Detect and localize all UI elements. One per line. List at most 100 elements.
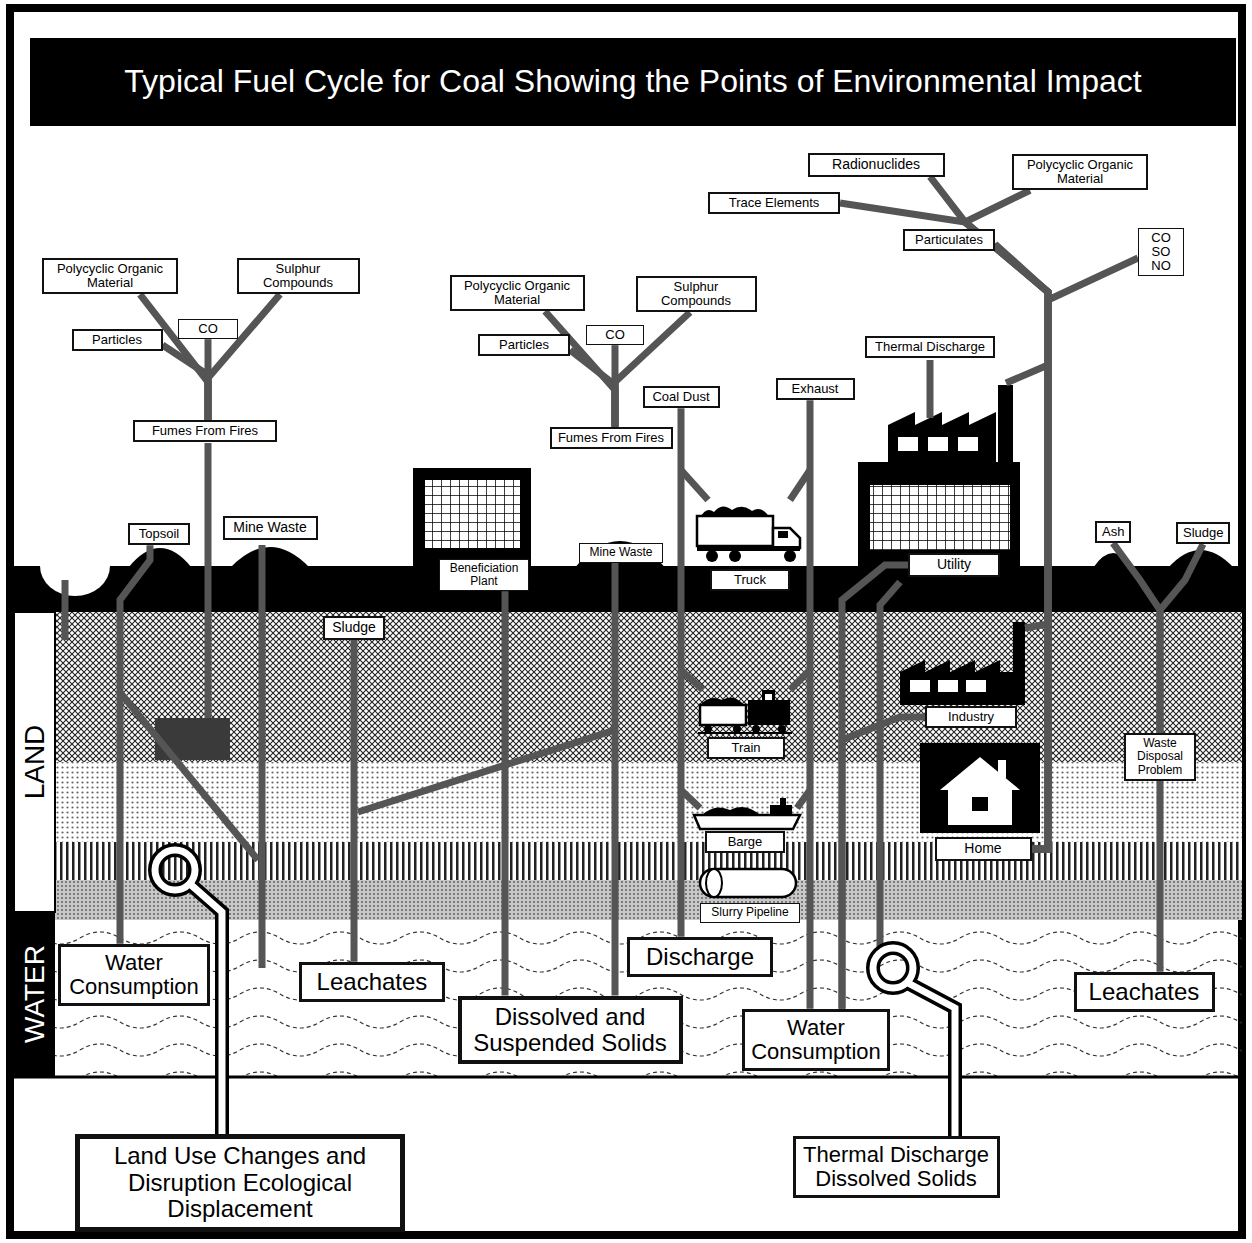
- home-icon: [998, 760, 1006, 778]
- emission-label: CO: [586, 325, 644, 345]
- node-text: Mine Waste: [230, 520, 311, 535]
- leader-lines: [259, 545, 266, 968]
- callout-box: Land Use Changes and Disruption Ecologic…: [75, 1134, 405, 1231]
- callout-pipe: [155, 850, 195, 890]
- train-icon: [765, 694, 772, 700]
- utility-building: [958, 437, 978, 451]
- leader-lines: [1006, 365, 1048, 383]
- emission-label: Sulphur Compounds: [237, 258, 360, 295]
- callout-pipe: [190, 884, 222, 1136]
- utility-building: [998, 385, 1013, 465]
- home-icon: [920, 743, 1040, 833]
- node-text: Barge: [712, 835, 778, 849]
- truck-icon: [729, 550, 741, 562]
- leader-lines: [880, 582, 900, 947]
- emission-label: Polycyclic Organic Material: [42, 258, 178, 295]
- emission-label: Thermal Discharge: [865, 336, 995, 358]
- industry-icon: [900, 622, 1025, 705]
- emission-label: Exhaust: [776, 378, 855, 400]
- node-text: Trace Elements: [715, 196, 833, 210]
- diagram-title: Typical Fuel Cycle for Coal Showing the …: [124, 64, 1141, 99]
- node-text: Exhaust: [783, 382, 848, 396]
- train-icon: [698, 690, 792, 733]
- node-text: Ash: [1102, 525, 1124, 539]
- node-text: Slurry Pipeline: [706, 906, 794, 919]
- industry-icon: [966, 680, 986, 692]
- emission-label: Coal Dust: [643, 386, 720, 408]
- node-text: Leachates: [308, 969, 436, 995]
- impact-line: [995, 244, 1048, 849]
- impact-line: [351, 640, 358, 962]
- truck-icon: [697, 506, 800, 562]
- facility-label: Home: [935, 837, 1032, 860]
- facility-label: Utility: [908, 553, 1000, 576]
- ground-surface: [40, 566, 110, 596]
- beneficiation-building: [425, 480, 520, 548]
- node-text: Water Consumption: [67, 951, 201, 999]
- node-text: Polycyclic Organic Material: [49, 262, 171, 291]
- utility-building: [870, 485, 1010, 550]
- ground-surface: [230, 547, 310, 568]
- industry-icon: [910, 680, 930, 692]
- emission-label: Trace Elements: [708, 192, 840, 214]
- callout-pipe: [908, 983, 955, 1136]
- source-label: Sludge: [323, 616, 385, 639]
- node-text: Sulphur Compounds: [643, 280, 750, 309]
- source-label: Fumes From Fires: [133, 420, 277, 442]
- transport-label: Slurry Pipeline: [700, 903, 800, 922]
- emission-label: Particles: [478, 334, 570, 356]
- emission-label: Polycyclic Organic Material: [1012, 154, 1148, 191]
- impact-line: [965, 190, 1048, 849]
- callout-pipe: [873, 948, 913, 988]
- home-icon: [972, 797, 988, 811]
- land-layers: [55, 842, 1242, 880]
- node-text: Discharge: [636, 944, 764, 970]
- node-text: Polycyclic Organic Material: [1019, 158, 1141, 187]
- node-text: Topsoil: [135, 527, 183, 541]
- land-layers: [55, 612, 1242, 920]
- node-text: Land Use Changes and Disruption Ecologic…: [86, 1143, 394, 1222]
- leader-lines: [118, 690, 258, 860]
- node-text: Particles: [79, 333, 156, 347]
- pipeline-icon: [700, 869, 796, 897]
- impact-line: [1113, 543, 1160, 733]
- node-text: Sludge: [1183, 526, 1223, 540]
- impact-box: Discharge: [627, 937, 773, 977]
- node-text: Coal Dust: [650, 390, 713, 404]
- impact-line: [1157, 781, 1164, 972]
- ground-surface: [128, 548, 192, 568]
- emission-label: Particles: [72, 329, 163, 351]
- utility-building: [888, 412, 996, 462]
- impact-line: [807, 400, 814, 1009]
- ground-surface: [573, 541, 667, 570]
- node-text: Particulates: [910, 233, 988, 247]
- leader-lines: [358, 730, 615, 812]
- pipeline-icon: [706, 869, 722, 897]
- beneficiation-building: [413, 468, 531, 568]
- leader-lines: [681, 470, 708, 500]
- node-text: Waste Disposal Problem: [1131, 737, 1189, 777]
- truck-icon: [697, 516, 773, 546]
- node-text: Leachates: [1083, 979, 1206, 1005]
- impact-line: [208, 294, 280, 420]
- train-icon: [698, 732, 792, 734]
- impact-box: Leachates: [299, 962, 445, 1002]
- truck-icon: [706, 550, 718, 562]
- impact-line: [120, 545, 150, 944]
- impact-line: [612, 563, 619, 996]
- utility-building: [858, 385, 1020, 568]
- train-icon: [748, 690, 790, 725]
- train-icon: [704, 725, 712, 733]
- node-text: Fumes From Fires: [140, 424, 270, 438]
- emission-label: Radionuclides: [808, 153, 945, 176]
- callout-pipe: [155, 850, 195, 890]
- callout-pipe: [190, 884, 222, 1136]
- source-label: Mine Waste: [579, 543, 663, 562]
- impact-line: [502, 591, 509, 995]
- impact-box: Water Consumption: [742, 1009, 890, 1071]
- facility-label: Industry: [925, 706, 1017, 728]
- region-label: LAND: [21, 725, 49, 800]
- node-text: Sulphur Compounds: [244, 262, 353, 291]
